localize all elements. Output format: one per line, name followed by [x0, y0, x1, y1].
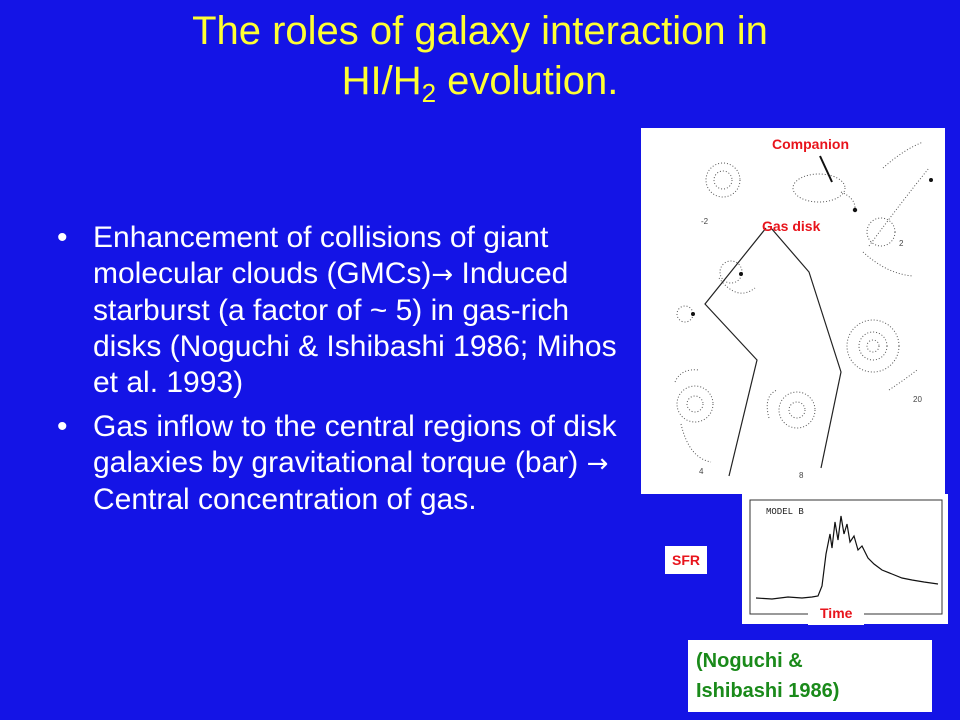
bullet-item-gmc-collisions: • Enhancement of collisions of giant mol…	[55, 220, 640, 401]
companion-pointer-line	[819, 155, 833, 183]
companion-dot	[852, 207, 858, 213]
title-hi-h: HI/H	[341, 59, 422, 103]
gas-disk-label: Gas disk	[762, 218, 821, 234]
galaxy-frame-9	[888, 369, 918, 391]
title-subscript: 2	[421, 78, 437, 108]
bullet-text-part2: Central concentration of gas.	[93, 483, 477, 516]
simulation-frames-image: -2 2 4 8 20	[674, 141, 933, 480]
citation-box: (Noguchi & Ishibashi 1986)	[688, 640, 932, 712]
right-arrow-icon: →	[586, 449, 609, 479]
title-evolution: evolution.	[436, 59, 619, 103]
model-label: MODEL B	[766, 507, 804, 517]
sfr-axis-label: SFR	[665, 546, 707, 574]
right-arrow-icon: →	[431, 260, 454, 290]
bullet-dot: •	[57, 221, 68, 254]
galaxy-frame-7	[674, 369, 700, 383]
frame-number: 4	[699, 467, 704, 476]
sfr-curve-line	[755, 515, 939, 600]
time-axis-label: Time	[808, 602, 865, 625]
galaxy-frame-6	[846, 319, 900, 373]
title-line-1: The roles of galaxy interaction in	[192, 9, 768, 53]
panel-divider-lines	[704, 227, 842, 477]
citation-line-1: (Noguchi &	[696, 650, 803, 672]
simulation-figure: -2 2 4 8 20	[641, 128, 945, 494]
galaxy-frame-2	[792, 173, 846, 203]
slide-title: The roles of galaxy interaction in HI/H2…	[60, 6, 900, 106]
bullet-text-part2: Induced starburst (a factor of ~ 5) in g…	[93, 257, 617, 399]
bullet-list: • Enhancement of collisions of giant mol…	[55, 220, 640, 526]
frame-number: -2	[701, 217, 709, 226]
galaxy-frame-8	[778, 391, 816, 429]
frame-number: 20	[913, 395, 922, 404]
title-line-2: HI/H2 evolution.	[60, 56, 900, 106]
frame-number: 2	[899, 239, 904, 248]
bullet-item-gas-inflow: • Gas inflow to the central regions of d…	[55, 409, 640, 518]
bullet-text-part1: Gas inflow to the central regions of dis…	[93, 410, 617, 479]
companion-label: Companion	[772, 136, 849, 152]
bullet-text-part1: Enhancement of collisions of giant molec…	[93, 221, 549, 290]
galaxy-frame-1	[705, 162, 741, 198]
galaxy-frame-5	[676, 305, 694, 323]
bullet-dot: •	[57, 410, 68, 443]
citation-line-2: Ishibashi 1986)	[696, 680, 840, 702]
galaxy-frame-3	[882, 141, 924, 169]
galaxy-frame-4	[719, 260, 743, 284]
frame-number: 8	[799, 471, 804, 480]
